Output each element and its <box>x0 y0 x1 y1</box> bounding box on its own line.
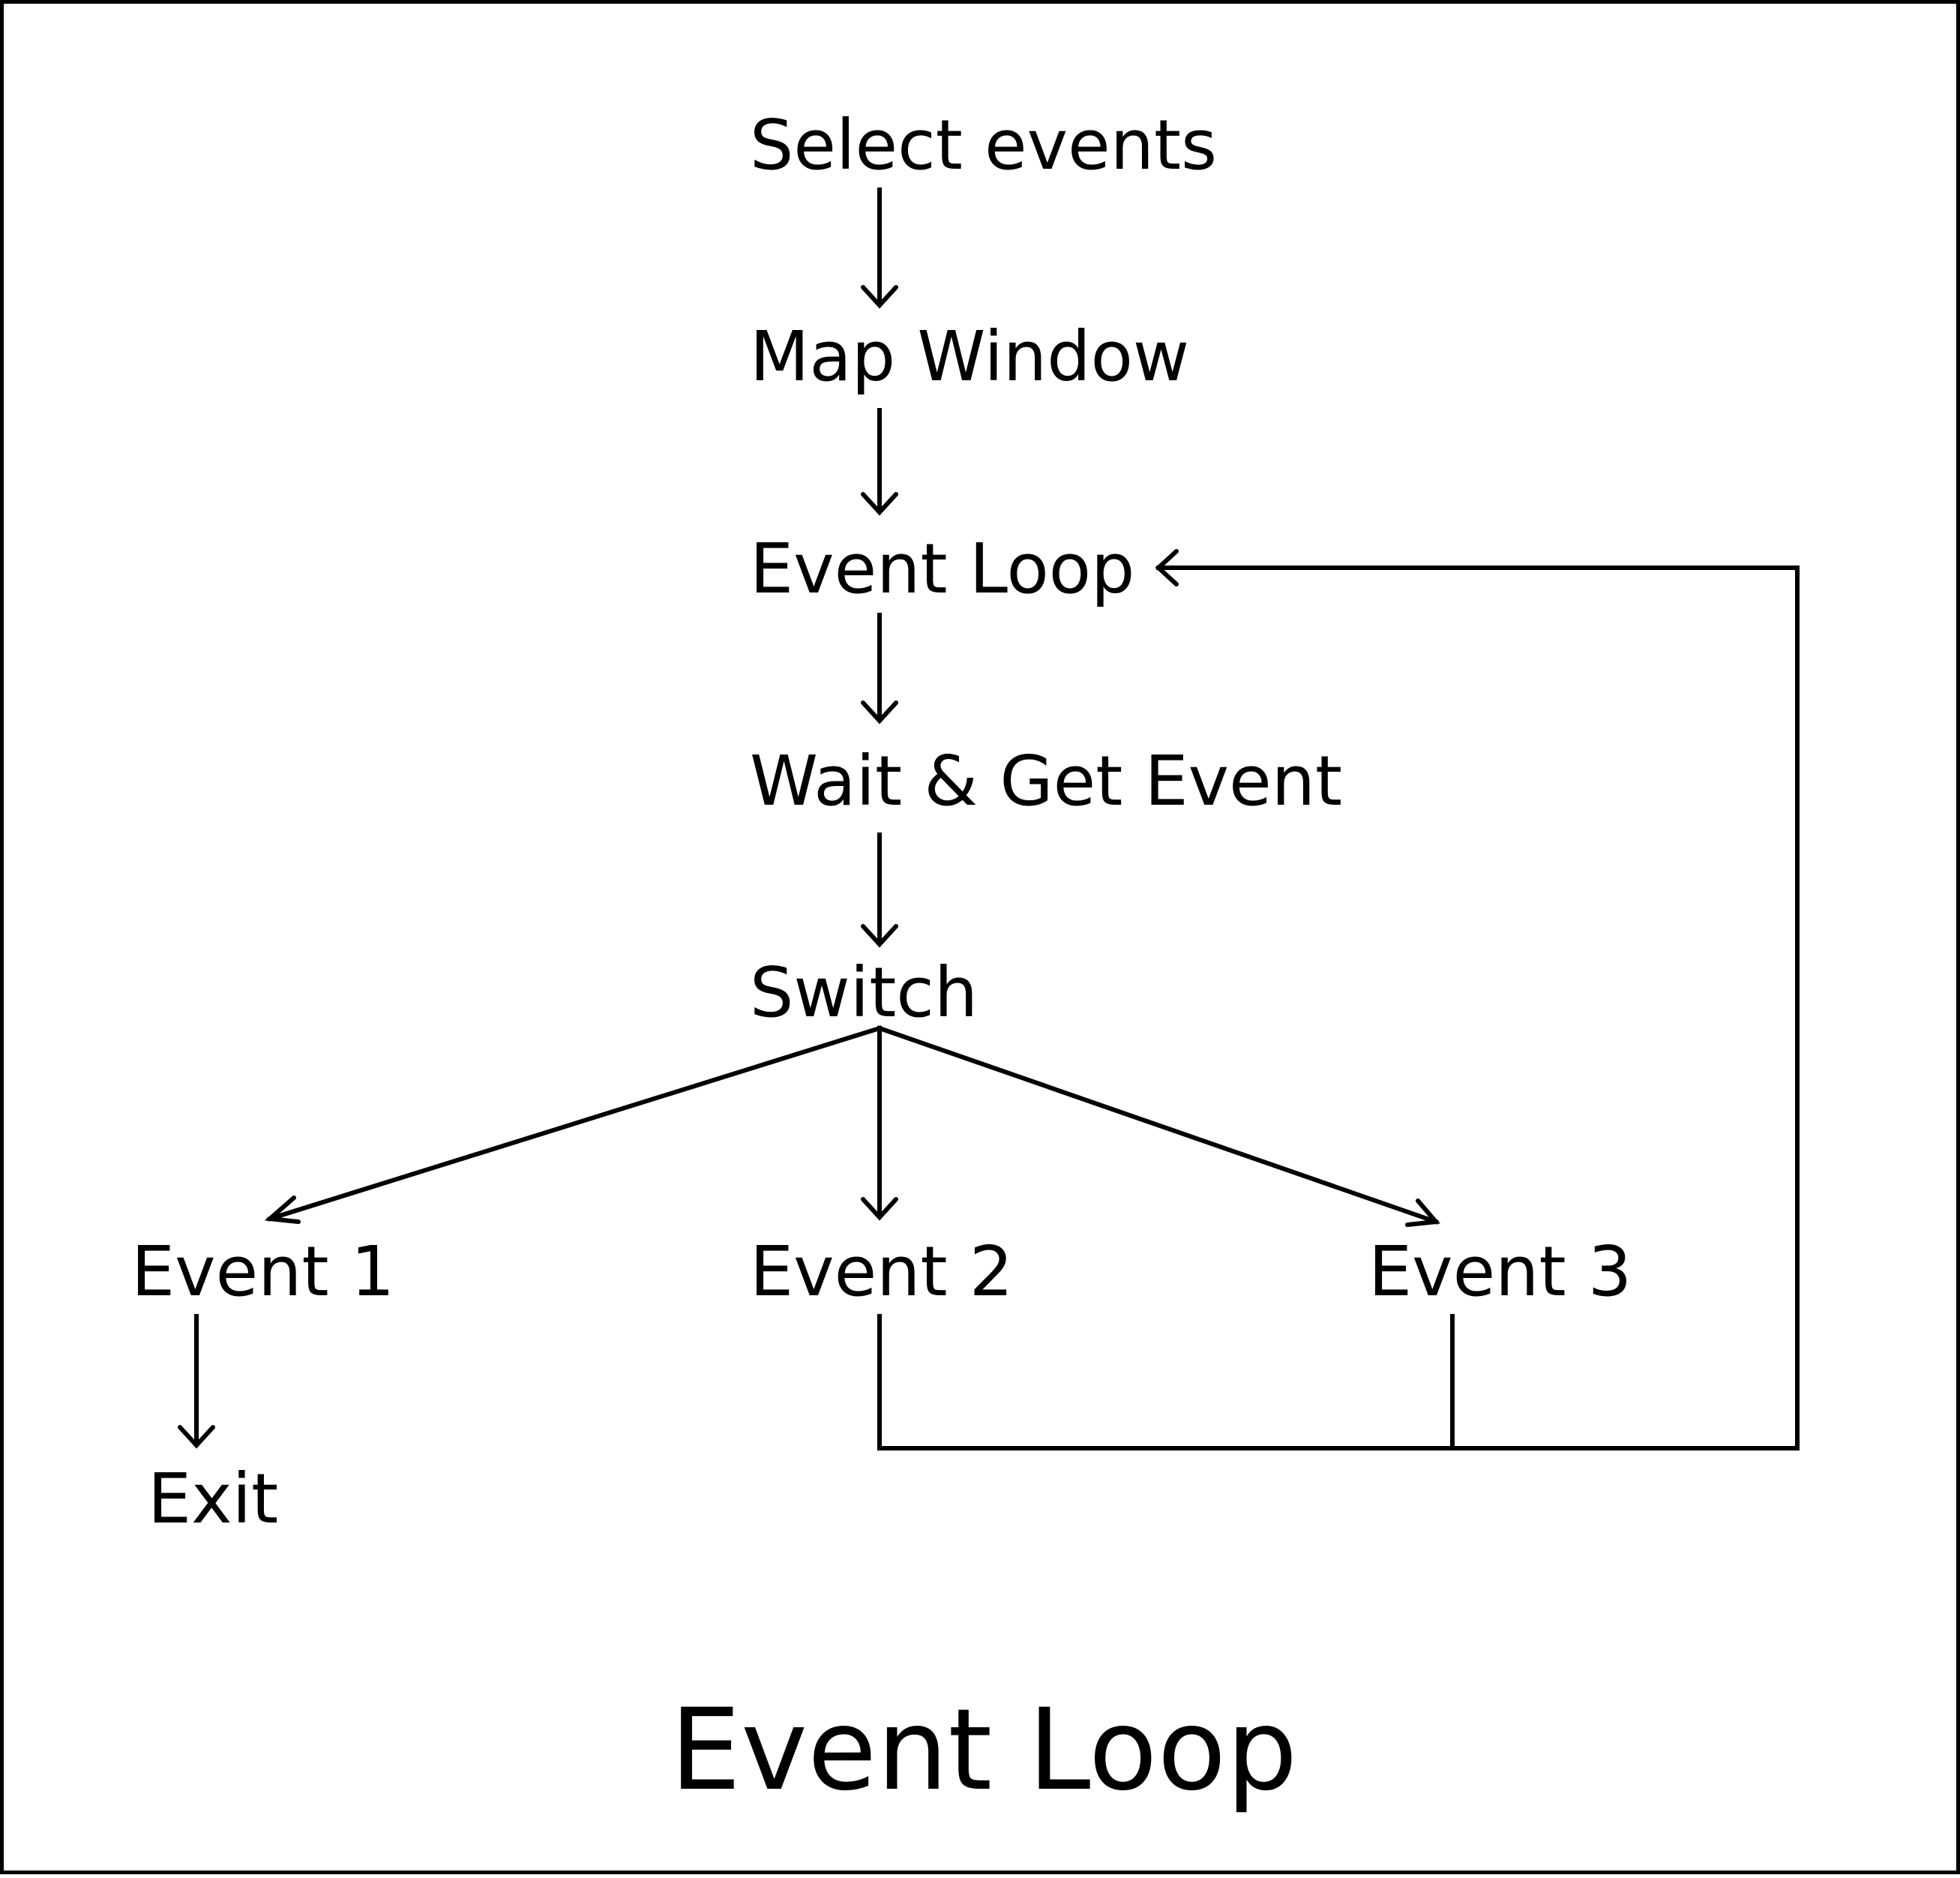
node-switch: Switch <box>750 952 978 1033</box>
edge-switch-to-event-1 <box>264 1025 883 1224</box>
edge-wait-to-switch <box>861 832 898 948</box>
node-event-1: Event 1 <box>131 1232 394 1312</box>
node-event-2: Event 2 <box>750 1232 1013 1312</box>
edge-return-loop <box>877 549 1800 1450</box>
node-exit: Exit <box>148 1459 278 1539</box>
edge-map-to-loop <box>861 408 898 516</box>
edge-event-1-to-exit <box>178 1314 215 1449</box>
node-event-loop: Event Loop <box>750 529 1134 609</box>
event-loop-flowchart: Select events Map Window Event Loop Wait… <box>131 105 1800 1816</box>
node-event-3: Event 3 <box>1368 1232 1632 1312</box>
diagram-caption: Event Loop <box>670 1685 1297 1816</box>
edge-switch-to-event-2 <box>861 1026 898 1221</box>
node-select-events: Select events <box>750 105 1217 185</box>
edge-switch-to-event-3 <box>877 1025 1440 1227</box>
edge-loop-to-wait <box>861 613 898 724</box>
node-wait-get-event: Wait & Get Event <box>750 741 1342 821</box>
node-map-window: Map Window <box>750 316 1189 397</box>
edge-select-to-map <box>861 188 898 309</box>
